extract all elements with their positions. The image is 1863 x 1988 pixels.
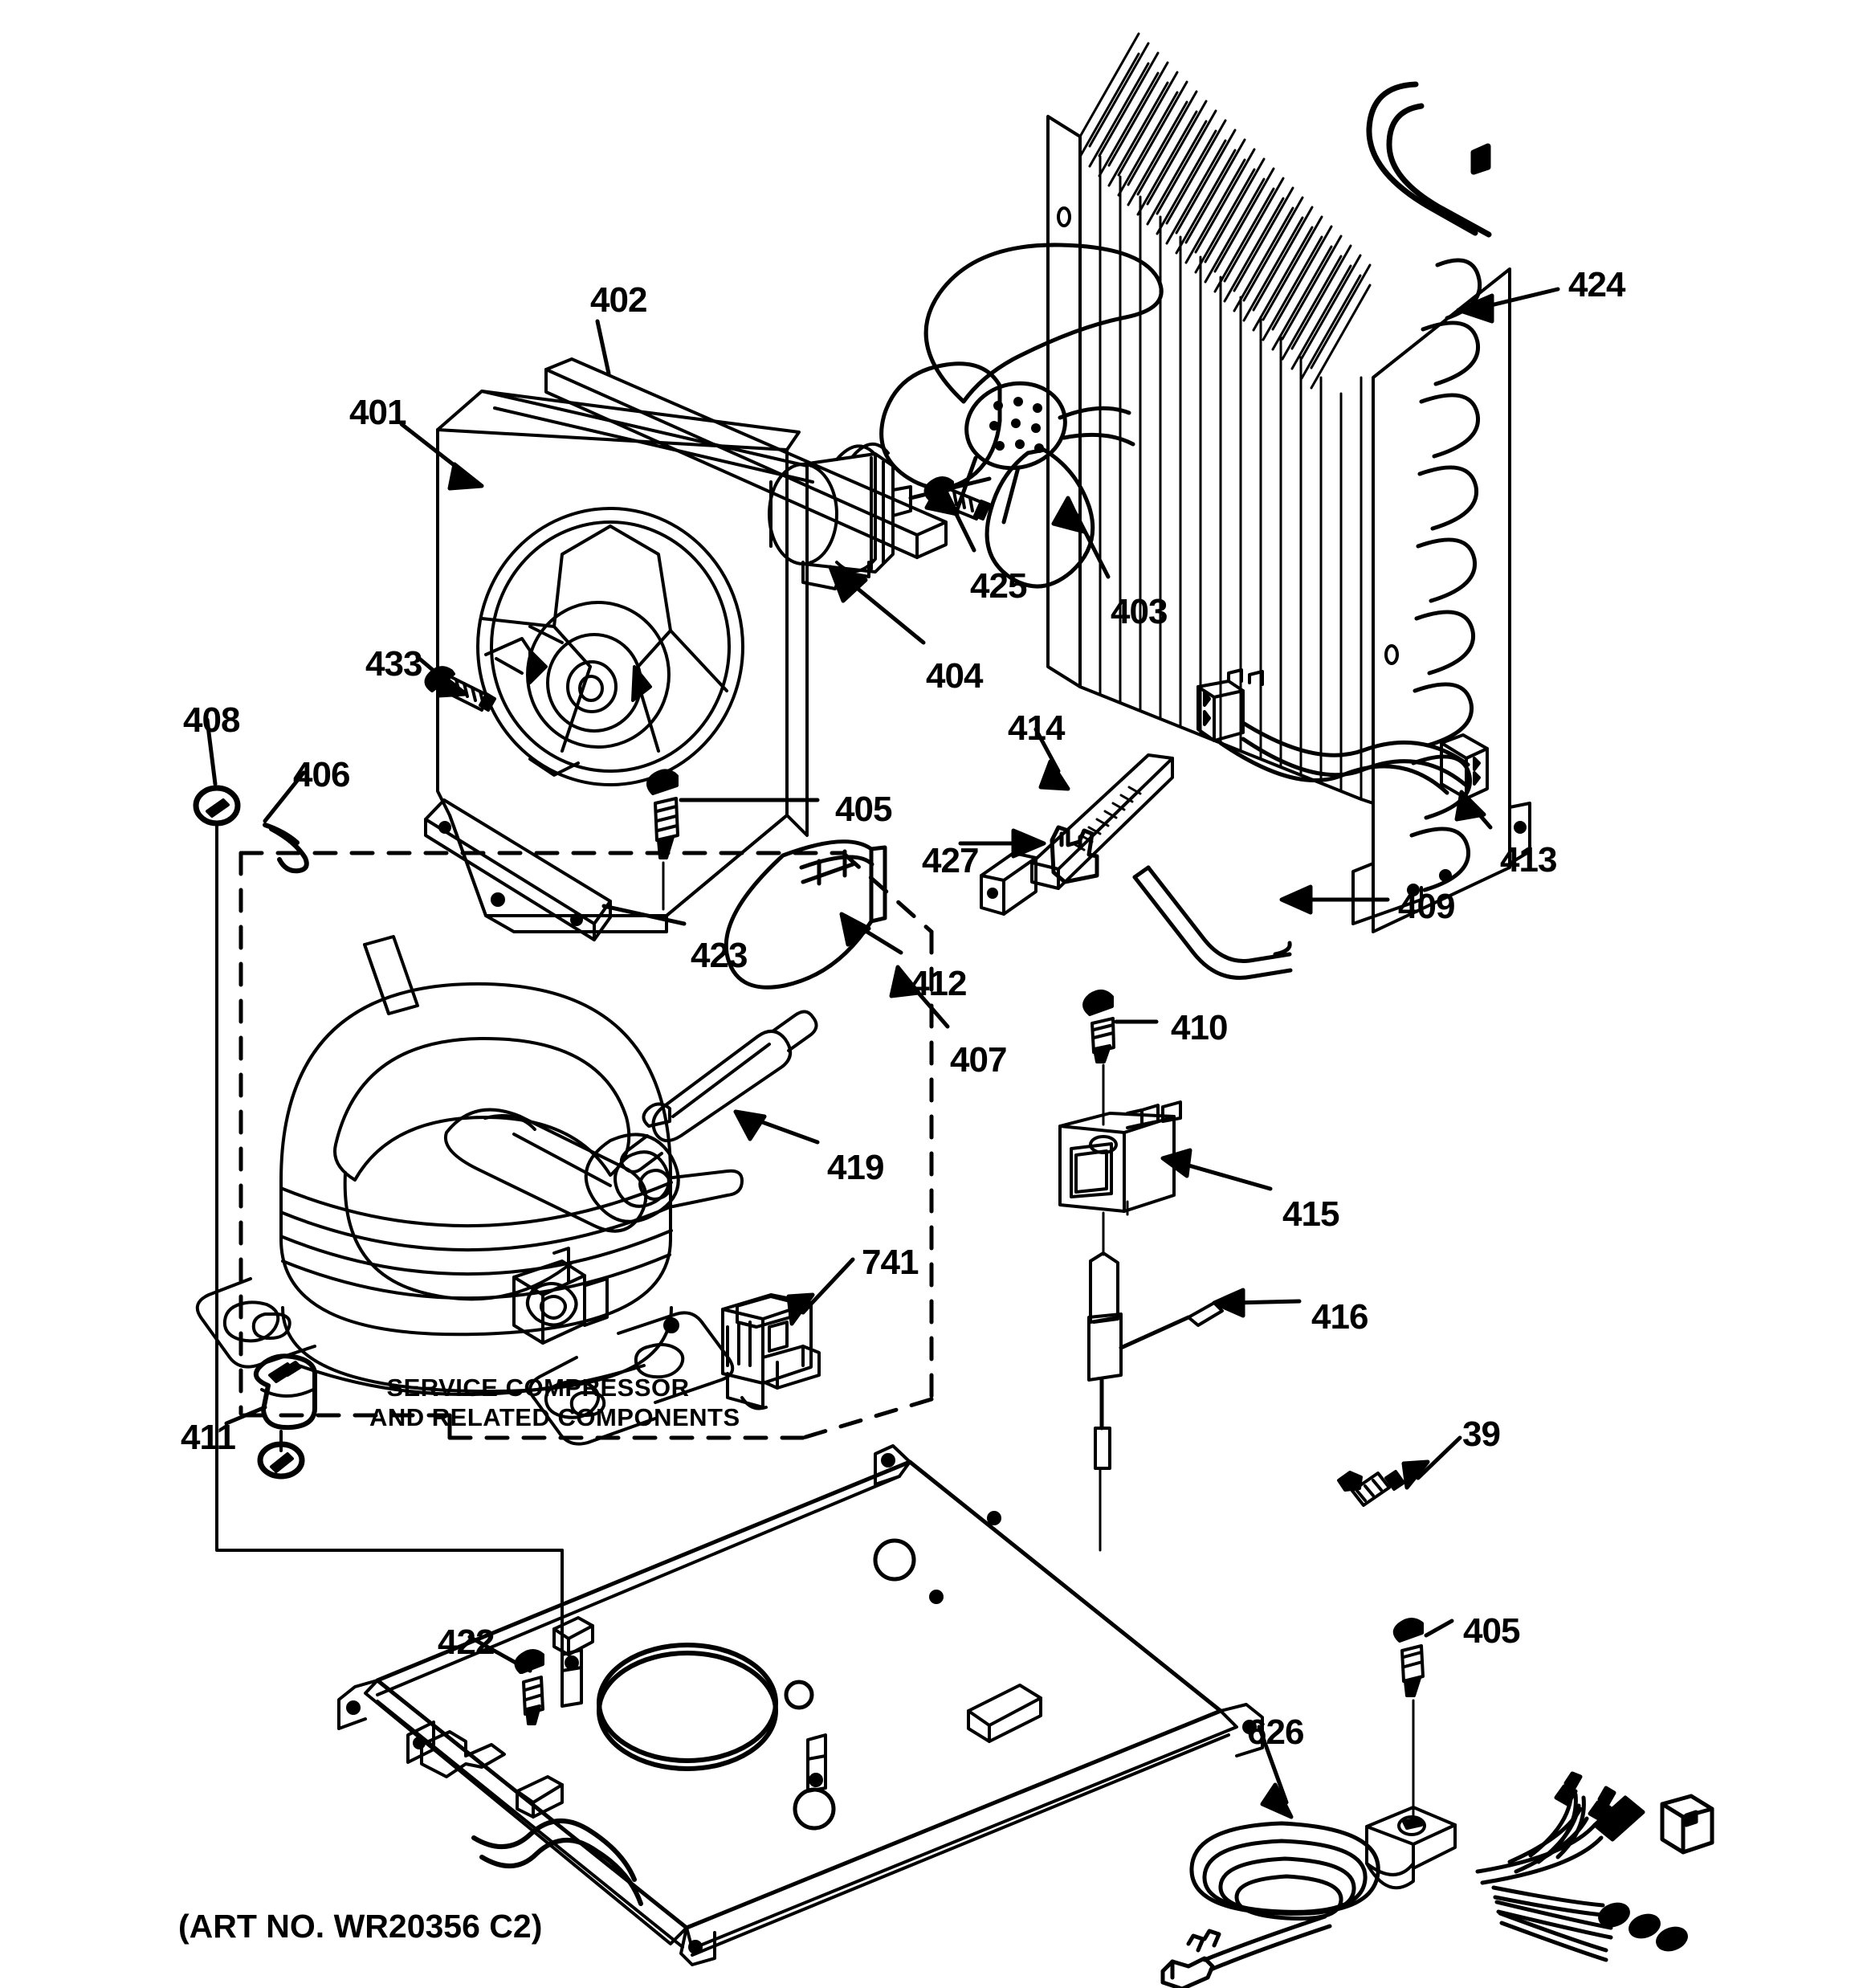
callout-626: 626 <box>1247 1712 1304 1752</box>
callout-412: 412 <box>910 964 967 1003</box>
overload-protector-741 <box>721 1293 821 1410</box>
callout-424: 424 <box>1568 265 1625 304</box>
screw-405-top <box>646 769 679 911</box>
service-compressor-group-label: SERVICE COMPRESSOR AND RELATED COMPONENT… <box>369 1374 740 1432</box>
cord-clamp <box>1365 1806 1457 1890</box>
callout-413: 413 <box>1500 840 1557 880</box>
callout-402: 402 <box>590 280 647 320</box>
grommet-411 <box>253 1353 317 1480</box>
power-cord-626 <box>1160 1771 1714 1988</box>
callout-433: 433 <box>365 644 422 684</box>
callout-39: 39 <box>1462 1414 1501 1454</box>
drain-tube-409 <box>1132 865 1293 980</box>
callout-423: 423 <box>691 936 748 975</box>
callout-405-bottom: 405 <box>1463 1611 1520 1651</box>
callout-408: 408 <box>183 700 240 740</box>
compressor-body <box>195 935 744 1446</box>
shroud-upper-edge <box>480 390 814 484</box>
callout-415: 415 <box>1282 1194 1339 1234</box>
callout-405-top: 405 <box>835 790 892 829</box>
callout-403: 403 <box>1111 592 1168 631</box>
condenser-fan-shroud <box>436 390 809 933</box>
screw-422 <box>514 1649 544 1725</box>
group-label-line-2: AND RELATED COMPONENTS <box>369 1402 740 1431</box>
callout-422: 422 <box>438 1623 495 1662</box>
callout-427: 427 <box>922 841 979 880</box>
callout-404: 404 <box>926 656 983 696</box>
screw-39 <box>1337 1470 1405 1507</box>
condenser-fan-motor <box>768 443 992 590</box>
screw-410 <box>1082 990 1115 1126</box>
screw-405-bottom <box>1392 1618 1425 1823</box>
callout-419: 419 <box>827 1148 884 1187</box>
callout-407: 407 <box>950 1040 1007 1080</box>
wire-clip-427 <box>1050 825 1099 884</box>
cotter-clip-406 <box>263 823 309 874</box>
hairpin-clip <box>1366 81 1492 238</box>
callout-425: 425 <box>970 566 1027 606</box>
callout-409: 409 <box>1398 887 1455 926</box>
group-label-line-1: SERVICE COMPRESSOR <box>386 1374 690 1402</box>
leader-lines <box>205 287 1560 1819</box>
condenser-fan-blade <box>879 243 1164 589</box>
callout-411: 411 <box>181 1418 236 1457</box>
shroud-trim-strip <box>544 357 948 559</box>
callout-410: 410 <box>1171 1008 1228 1047</box>
art-number: (ART NO. WR20356 C2) <box>178 1908 543 1945</box>
callout-401: 401 <box>349 393 406 432</box>
bracket-strip-423 <box>424 798 612 941</box>
capacitor-416 <box>1087 1251 1224 1552</box>
callout-406: 406 <box>293 755 350 794</box>
start-relay-415 <box>1058 1100 1182 1216</box>
callout-414: 414 <box>1008 708 1065 748</box>
base-pan <box>337 1444 1264 1966</box>
callout-416: 416 <box>1311 1297 1368 1337</box>
callout-741: 741 <box>862 1243 919 1282</box>
wire-harness-413 <box>1196 668 1489 800</box>
